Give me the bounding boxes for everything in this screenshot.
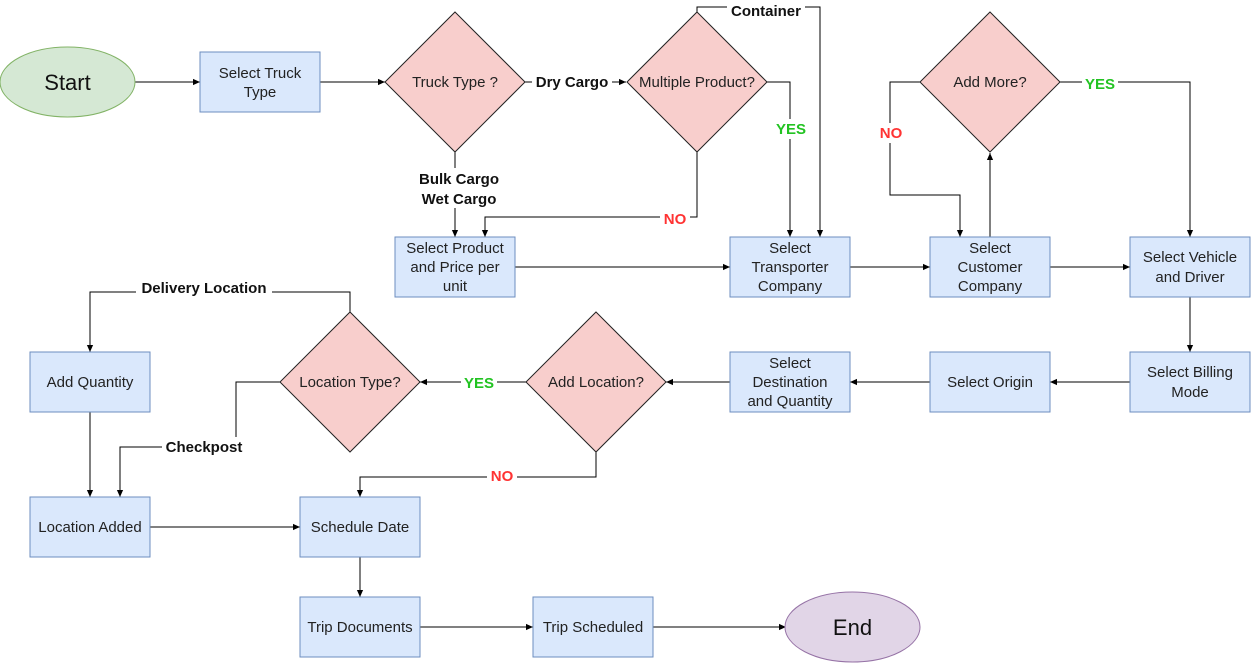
- select-destination-line-2: Destination: [752, 374, 827, 391]
- label-container: Container: [731, 3, 801, 20]
- select-product-line-2: and Price per: [410, 259, 499, 276]
- select-vehicle-line-2: and Driver: [1155, 269, 1224, 286]
- location-added-label: Location Added: [38, 519, 141, 536]
- select-truck-type-line-2: Type: [244, 84, 277, 101]
- schedule-date-label: Schedule Date: [311, 519, 409, 536]
- truck-type-decision: Truck Type ?: [384, 11, 526, 153]
- select-customer-line-1: Select: [969, 240, 1012, 257]
- select-billing-line-1: Select Billing: [1147, 364, 1233, 381]
- label-delivery-location: Delivery Location: [141, 280, 266, 297]
- start-node: Start: [0, 46, 136, 118]
- select-billing-mode-node: Select Billing Mode: [1129, 351, 1251, 413]
- select-origin-label: Select Origin: [947, 374, 1033, 391]
- select-vehicle-line-1: Select Vehicle: [1143, 249, 1237, 266]
- location-added-node: Location Added: [29, 496, 151, 558]
- edge-multiple-no-to-product: [481, 152, 698, 237]
- trip-documents-node: Trip Documents: [299, 596, 421, 658]
- end-node: End: [784, 591, 921, 663]
- add-quantity-node: Add Quantity: [29, 351, 151, 413]
- multiple-product-decision: Multiple Product?: [626, 11, 768, 153]
- add-more-decision: Add More?: [919, 11, 1061, 153]
- add-location-label: Add Location?: [548, 374, 644, 391]
- end-label: End: [833, 615, 872, 640]
- select-customer-line-2: Customer: [957, 259, 1022, 276]
- label-yes-add-location: YES: [464, 375, 494, 392]
- label-no-multiple: NO: [664, 211, 687, 228]
- multiple-product-label: Multiple Product?: [639, 74, 755, 91]
- select-truck-type-line-1: Select Truck: [219, 65, 302, 82]
- edge-add-more-no-to-customer: [889, 81, 964, 237]
- select-billing-line-2: Mode: [1171, 384, 1209, 401]
- select-customer-line-3: Company: [958, 278, 1023, 295]
- select-origin-node: Select Origin: [929, 351, 1051, 413]
- select-product-price-node: Select Product and Price per unit: [394, 236, 516, 298]
- schedule-date-node: Schedule Date: [299, 496, 421, 558]
- edge-labels: Dry Cargo Container Bulk Cargo Wet Cargo…: [136, 1, 1118, 486]
- label-yes-multiple: YES: [776, 121, 806, 138]
- label-no-add-more: NO: [880, 125, 903, 142]
- truck-type-label: Truck Type ?: [412, 74, 498, 91]
- select-product-line-3: unit: [443, 278, 468, 295]
- nodes: Start Select Truck Type Truck Type ? Mul…: [0, 11, 1251, 663]
- trip-documents-label: Trip Documents: [307, 619, 412, 636]
- select-transporter-line-3: Company: [758, 278, 823, 295]
- edge-add-more-yes-to-vehicle: [1060, 81, 1194, 237]
- label-yes-add-more: YES: [1085, 76, 1115, 93]
- trip-scheduled-node: Trip Scheduled: [532, 596, 654, 658]
- edge-multiple-yes-to-transporter: [767, 81, 794, 237]
- label-checkpost: Checkpost: [166, 439, 243, 456]
- select-product-line-1: Select Product: [406, 240, 504, 257]
- label-bulk-cargo: Bulk Cargo: [419, 171, 499, 188]
- start-label: Start: [44, 70, 90, 95]
- label-dry-cargo: Dry Cargo: [536, 74, 609, 91]
- select-vehicle-driver-node: Select Vehicle and Driver: [1129, 236, 1251, 298]
- location-type-decision: Location Type?: [279, 311, 421, 453]
- select-customer-node: Select Customer Company: [929, 236, 1051, 298]
- select-transporter-node: Select Transporter Company: [729, 236, 851, 298]
- label-no-add-location: NO: [491, 468, 514, 485]
- add-quantity-label: Add Quantity: [47, 374, 134, 391]
- add-more-label: Add More?: [953, 74, 1026, 91]
- location-type-label: Location Type?: [299, 374, 400, 391]
- select-destination-line-1: Select: [769, 355, 812, 372]
- edge-add-location-no-to-schedule: [356, 452, 597, 497]
- edge-location-type-to-add-quantity: [86, 291, 351, 352]
- label-wet-cargo: Wet Cargo: [422, 191, 497, 208]
- select-transporter-line-2: Transporter: [752, 259, 829, 276]
- trip-scheduled-label: Trip Scheduled: [543, 619, 643, 636]
- select-truck-type-node: Select Truck Type: [199, 51, 321, 113]
- select-destination-line-3: and Quantity: [747, 393, 833, 410]
- select-destination-node: Select Destination and Quantity: [729, 351, 851, 413]
- add-location-decision: Add Location?: [525, 311, 667, 453]
- select-transporter-line-1: Select: [769, 240, 812, 257]
